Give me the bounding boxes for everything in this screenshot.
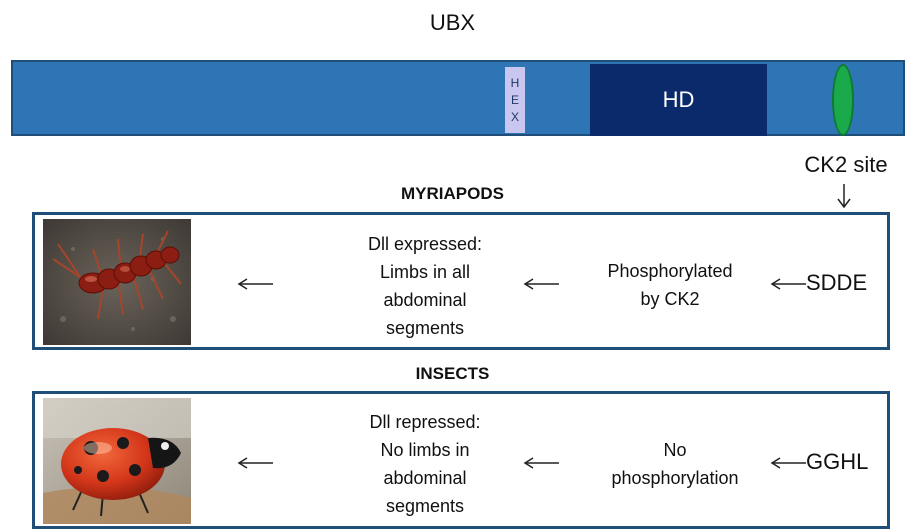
myriapods-sequence: SDDE [806, 270, 868, 295]
outcome-line: segments [385, 318, 465, 338]
hex-letter: E [510, 92, 519, 107]
myriapods-outcome-text: Dll expressed: Limbs in all abdominal se… [335, 230, 515, 342]
insects-panel: Dll repressed: No limbs in abdominal seg… [32, 391, 890, 529]
hex-domain: H E X [505, 67, 525, 133]
state-line: by CK2 [640, 289, 700, 309]
diagram-title: UBX [429, 10, 476, 35]
ladybird-photo [43, 398, 191, 524]
insects-outcome-text: Dll repressed: No limbs in abdominal seg… [335, 408, 515, 520]
left-arrow-icon [523, 457, 559, 469]
ck2-site-marker [832, 64, 854, 136]
down-arrow-icon [837, 184, 851, 209]
left-arrow-icon [770, 457, 806, 469]
centipede-photo [43, 219, 191, 345]
outcome-line: No limbs in [380, 440, 470, 460]
left-arrow-icon [770, 278, 806, 290]
left-arrow-icon [523, 278, 559, 290]
outcome-line: abdominal [383, 290, 467, 310]
outcome-line: abdominal [383, 468, 467, 488]
outcome-line: Dll repressed: [369, 412, 481, 432]
left-arrow-icon [237, 278, 273, 290]
outcome-line: segments [385, 496, 465, 516]
state-line: phosphorylation [611, 468, 739, 488]
insects-heading: INSECTS [415, 364, 490, 383]
state-line: Phosphorylated [607, 261, 733, 281]
state-line: No [663, 440, 687, 460]
ck2-site-label: CK2 site [804, 152, 888, 177]
homeodomain: HD [590, 64, 767, 136]
myriapods-heading: MYRIAPODS [401, 184, 504, 203]
myriapods-state-text: Phosphorylated by CK2 [595, 257, 745, 313]
hex-letter: X [510, 109, 519, 124]
left-arrow-icon [237, 457, 273, 469]
ubx-protein-bar [11, 60, 905, 136]
outcome-line: Dll expressed: [367, 234, 483, 254]
myriapods-panel: Dll expressed: Limbs in all abdominal se… [32, 212, 890, 350]
outcome-line: Limbs in all [379, 262, 471, 282]
hd-label: HD [662, 87, 695, 112]
hex-letter: H [510, 75, 520, 90]
insects-state-text: No phosphorylation [600, 436, 750, 492]
insects-sequence: GGHL [806, 449, 869, 474]
